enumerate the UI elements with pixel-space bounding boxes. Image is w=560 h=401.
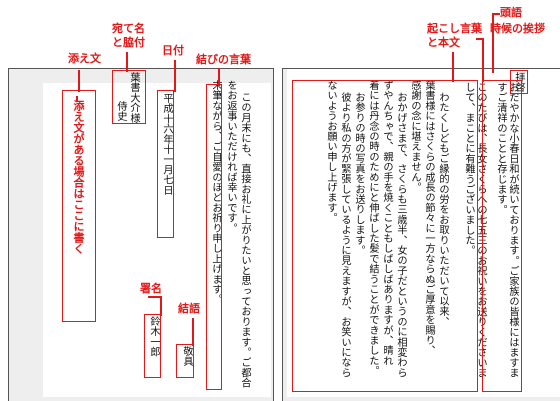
closing-phrase-text: 敬具 (181, 346, 192, 367)
closing-words-box (206, 84, 222, 390)
signature-text: 鈴木一郎 (148, 316, 159, 357)
seasonal-greeting-label: 時候の挨拶 (490, 22, 545, 35)
right-page-paper (287, 69, 560, 397)
intro-label-line2: と本文 (427, 36, 460, 49)
addressee-connector (126, 52, 128, 72)
honorific-text: 侍史 (115, 101, 126, 122)
closing-phrase-connector (192, 318, 194, 346)
addressee-label-line2: と脇付 (112, 36, 145, 49)
seasonal-connector (482, 38, 484, 82)
addressee-box (112, 70, 146, 124)
date-connector (174, 60, 176, 92)
seasonal-greeting-box (482, 80, 522, 392)
postscript-label: 添え文 (68, 52, 101, 65)
closing-words-text: 末筆ながら、ご自愛のほどお祈り申し上げます。 (210, 80, 221, 305)
heading-connector (492, 13, 500, 15)
body-line: おかげさまで、さくらも三歳半、女の子だというのに相変わら (395, 92, 406, 378)
body-line: 葉書様にはさくらの成長の節々に一方ならぬご厚意を賜り、 (423, 80, 434, 356)
heading-connector (492, 13, 494, 73)
addressee-text: 葉書大介様 (128, 72, 139, 123)
closing-words-connector (218, 68, 220, 86)
closing-phrase-box (176, 344, 194, 378)
closing-line: この月末にも、直接お礼に上がりたいと思っております。ご都合 (239, 92, 250, 388)
body-line: わたくしどもご縁的の労をお取りいただいて以来、 (437, 92, 448, 327)
postscript-note-label: 添え文がある場合はここに書く (72, 100, 85, 254)
date-label: 日付 (162, 44, 184, 57)
postscript-connector (78, 70, 80, 92)
date-text: 平成十六年十一月七日 (161, 93, 172, 195)
body-line: 感謝の念に堪えません。 (409, 80, 420, 193)
intro-connector (452, 52, 454, 82)
addressee-label-line1: 宛て名 (112, 22, 145, 35)
signature-connector (148, 296, 162, 298)
body-line: ずやんちゃで、親の手を焼くこともしばしばありますが、晴れ (381, 80, 392, 366)
closing-words-label: 結びの言葉 (196, 53, 251, 66)
body-line: お参りの時の写真をお送りします。 (353, 92, 364, 256)
intro-body-box (292, 80, 478, 392)
intro-label-line1: 起こし言葉 (427, 22, 482, 35)
signature-label: 署名 (140, 282, 162, 295)
date-box (157, 90, 174, 238)
postscript-note-connector (76, 96, 78, 102)
heading-text: 拝啓 (513, 72, 524, 93)
closing-phrase-label: 結語 (178, 302, 200, 315)
heading-label: 頭語 (500, 6, 522, 19)
signature-connector (160, 296, 162, 316)
intro-text: このたびは、長女さくらへの七五三のお祝いをお送りくださいまして、まことに有難うご… (463, 82, 486, 378)
signature-box (144, 314, 161, 378)
right-page (282, 68, 560, 401)
closing-line: をお返事いただければ幸いです。 (225, 80, 236, 233)
body-line: 着には丹念の時のためにと伸ばした髪で結うことができました。 (367, 80, 378, 376)
seasonal-greeting-text: おだやかな小春日和が続いております。ご家族の皆様にはますますご清祥のことと存じま… (495, 82, 518, 378)
heading-box (510, 70, 528, 94)
seasonal-connector (476, 38, 484, 40)
body-line: ないようお願い申し上げます。 (325, 80, 336, 223)
body-line: 彼より私の方が緊張しているように見えますが、お笑いになら (339, 92, 350, 378)
